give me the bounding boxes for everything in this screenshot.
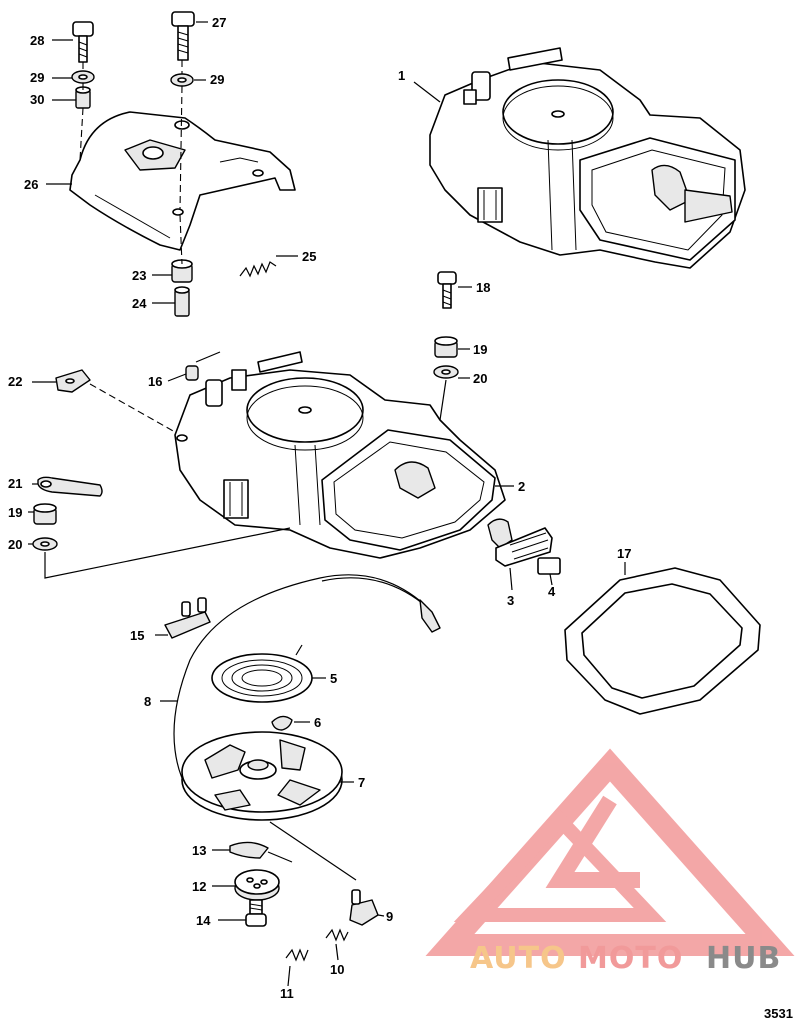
callout-4: 4 xyxy=(548,584,556,599)
spring-25 xyxy=(239,261,277,278)
watermark-hub: HUB xyxy=(706,941,781,976)
callout-13: 13 xyxy=(192,843,206,858)
insert-4 xyxy=(537,557,561,575)
callout-29a: 29 xyxy=(30,70,44,85)
plate-22 xyxy=(55,369,91,393)
callout-19a: 19 xyxy=(8,505,22,520)
callout-26: 26 xyxy=(24,177,38,192)
callout-25: 25 xyxy=(302,249,316,264)
pawl-9 xyxy=(349,889,379,926)
callout-10: 10 xyxy=(330,962,344,977)
screw-14 xyxy=(245,899,267,927)
callout-9: 9 xyxy=(386,909,393,924)
link-21 xyxy=(37,476,103,497)
spring-11 xyxy=(285,948,309,962)
callout-1: 1 xyxy=(398,68,405,83)
callout-23: 23 xyxy=(132,268,146,283)
cover-plate-26 xyxy=(69,111,296,251)
callout-7: 7 xyxy=(358,775,365,790)
watermark-logo xyxy=(425,748,795,956)
bushing-19-left xyxy=(33,503,57,525)
pulley-7 xyxy=(181,731,343,821)
callout-16: 16 xyxy=(148,374,162,389)
callout-5: 5 xyxy=(330,671,337,686)
starter-housing-2 xyxy=(174,351,506,559)
callout-6: 6 xyxy=(314,715,321,730)
spring-10 xyxy=(325,928,349,942)
starter-assembly-1 xyxy=(429,47,746,269)
rope-8 xyxy=(173,574,441,809)
callout-15: 15 xyxy=(130,628,144,643)
callout-30: 30 xyxy=(30,92,44,107)
callout-21: 21 xyxy=(8,476,22,491)
watermark-auto: AUTO xyxy=(470,941,567,976)
cam-13 xyxy=(229,841,293,863)
friction-plate-12 xyxy=(234,869,280,901)
figure-number: 3531 xyxy=(764,1006,793,1021)
clip-6 xyxy=(271,715,293,731)
callout-20b: 20 xyxy=(473,371,487,386)
callout-19b: 19 xyxy=(473,342,487,357)
screw-18 xyxy=(437,271,457,309)
sleeve-24 xyxy=(174,286,190,317)
callout-28: 28 xyxy=(30,33,44,48)
callout-29b: 29 xyxy=(210,72,224,87)
callout-18: 18 xyxy=(476,280,490,295)
screw-27 xyxy=(171,11,195,61)
watermark-moto: MOTO xyxy=(578,941,683,976)
callout-22: 22 xyxy=(8,374,22,389)
callout-17: 17 xyxy=(617,546,631,561)
callout-12: 12 xyxy=(192,879,206,894)
callout-8: 8 xyxy=(144,694,151,709)
callout-27: 27 xyxy=(212,15,226,30)
callout-3: 3 xyxy=(507,593,514,608)
retainer-16 xyxy=(185,365,199,381)
callout-14: 14 xyxy=(196,913,211,928)
callout-11: 11 xyxy=(280,986,294,1001)
callout-24: 24 xyxy=(132,296,147,311)
bushing-19-right xyxy=(434,336,458,358)
retainer-15 xyxy=(164,597,211,639)
bushing-30 xyxy=(75,86,91,109)
callout-20a: 20 xyxy=(8,537,22,552)
handle-3 xyxy=(487,518,553,567)
seal-frame-17 xyxy=(564,567,761,715)
callout-2: 2 xyxy=(518,479,525,494)
screw-28 xyxy=(72,21,94,63)
recoil-spring-5 xyxy=(211,644,313,703)
